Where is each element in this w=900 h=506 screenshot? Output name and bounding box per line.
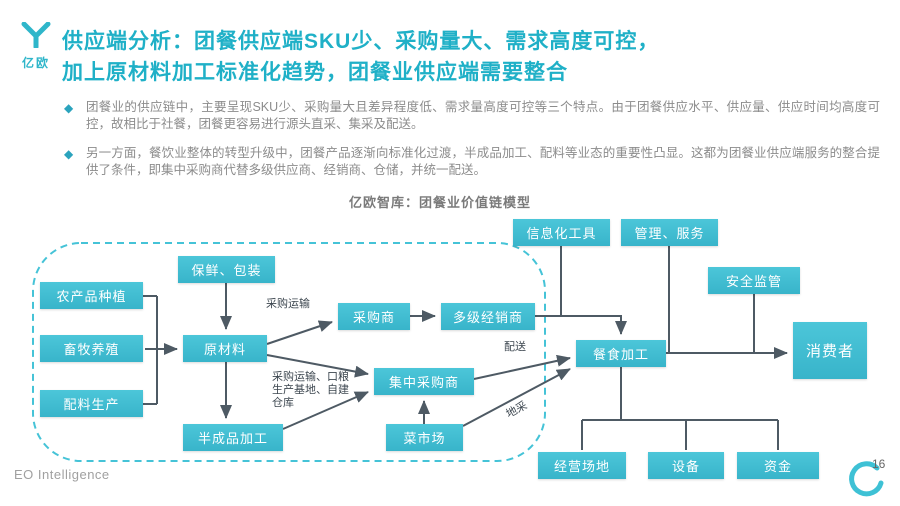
node-meal-processing: 餐食加工 (576, 340, 666, 367)
page-decoration-swoosh (849, 461, 884, 497)
node-fresh-packaging: 保鲜、包装 (178, 256, 275, 283)
page-number: 16 (872, 457, 886, 471)
node-multi-level-distributor: 多级经销商 (441, 303, 535, 330)
edge-label-purchase-transport: 采购运输 (266, 298, 310, 310)
node-semi-finished: 半成品加工 (183, 424, 283, 451)
page-title: 供应端分析：团餐供应端SKU少、采购量大、需求高度可控， 加上原材料加工标准化趋… (62, 26, 882, 88)
node-consumer: 消费者 (793, 322, 867, 379)
diagram-title: 亿欧智库：团餐业价值链模型 (348, 195, 531, 210)
diamond-bullet-icon: ◆ (64, 101, 74, 115)
node-livestock: 畜牧养殖 (40, 335, 143, 362)
eo-logo-icon (21, 21, 51, 50)
bullet-item: ◆ 另一方面，餐饮业整体的转型升级中，团餐产品逐渐向标准化过渡，半成品加工、配料… (64, 145, 880, 179)
node-capital: 资金 (737, 452, 819, 479)
diamond-bullet-icon: ◆ (64, 147, 74, 161)
page-title-line2: 加上原材料加工标准化趋势，团餐业供应端需要整合 (62, 61, 568, 84)
node-farming: 农产品种植 (40, 282, 143, 309)
page-title-line1: 供应端分析：团餐供应端SKU少、采购量大、需求高度可控， (62, 30, 660, 53)
node-equipment: 设备 (648, 452, 724, 479)
edge-label-delivery: 配送 (504, 341, 526, 353)
node-raw-material: 原材料 (183, 335, 267, 362)
node-vegetable-market: 菜市场 (386, 424, 463, 451)
node-central-purchaser: 集中采购商 (374, 368, 474, 395)
bullet-text: 团餐业的供应链中，主要呈现SKU少、采购量大且差异程度低、需求量高度可控等三个特… (86, 100, 880, 131)
node-ingredient-production: 配料生产 (40, 390, 143, 417)
edge-label-central-purchase-note: 采购运输、口粮 生产基地、自建 仓库 (272, 371, 349, 409)
footer-brand: EO Intelligence (14, 467, 110, 482)
node-premises: 经营场地 (538, 452, 626, 479)
bullet-text: 另一方面，餐饮业整体的转型升级中，团餐产品逐渐向标准化过渡，半成品加工、配料等业… (86, 146, 880, 177)
node-safety-supervision: 安全监管 (708, 267, 800, 294)
node-purchaser: 采购商 (338, 303, 410, 330)
node-info-tools: 信息化工具 (513, 219, 610, 246)
edge-label-local-sourcing: 地采 (504, 399, 530, 421)
eo-logo-text: 亿欧 (21, 56, 50, 70)
bullet-list: ◆ 团餐业的供应链中，主要呈现SKU少、采购量大且差异程度低、需求量高度可控等三… (64, 99, 880, 191)
eo-logo: 亿欧 (12, 21, 60, 71)
bullet-item: ◆ 团餐业的供应链中，主要呈现SKU少、采购量大且差异程度低、需求量高度可控等三… (64, 99, 880, 133)
node-management-service: 管理、服务 (621, 219, 718, 246)
